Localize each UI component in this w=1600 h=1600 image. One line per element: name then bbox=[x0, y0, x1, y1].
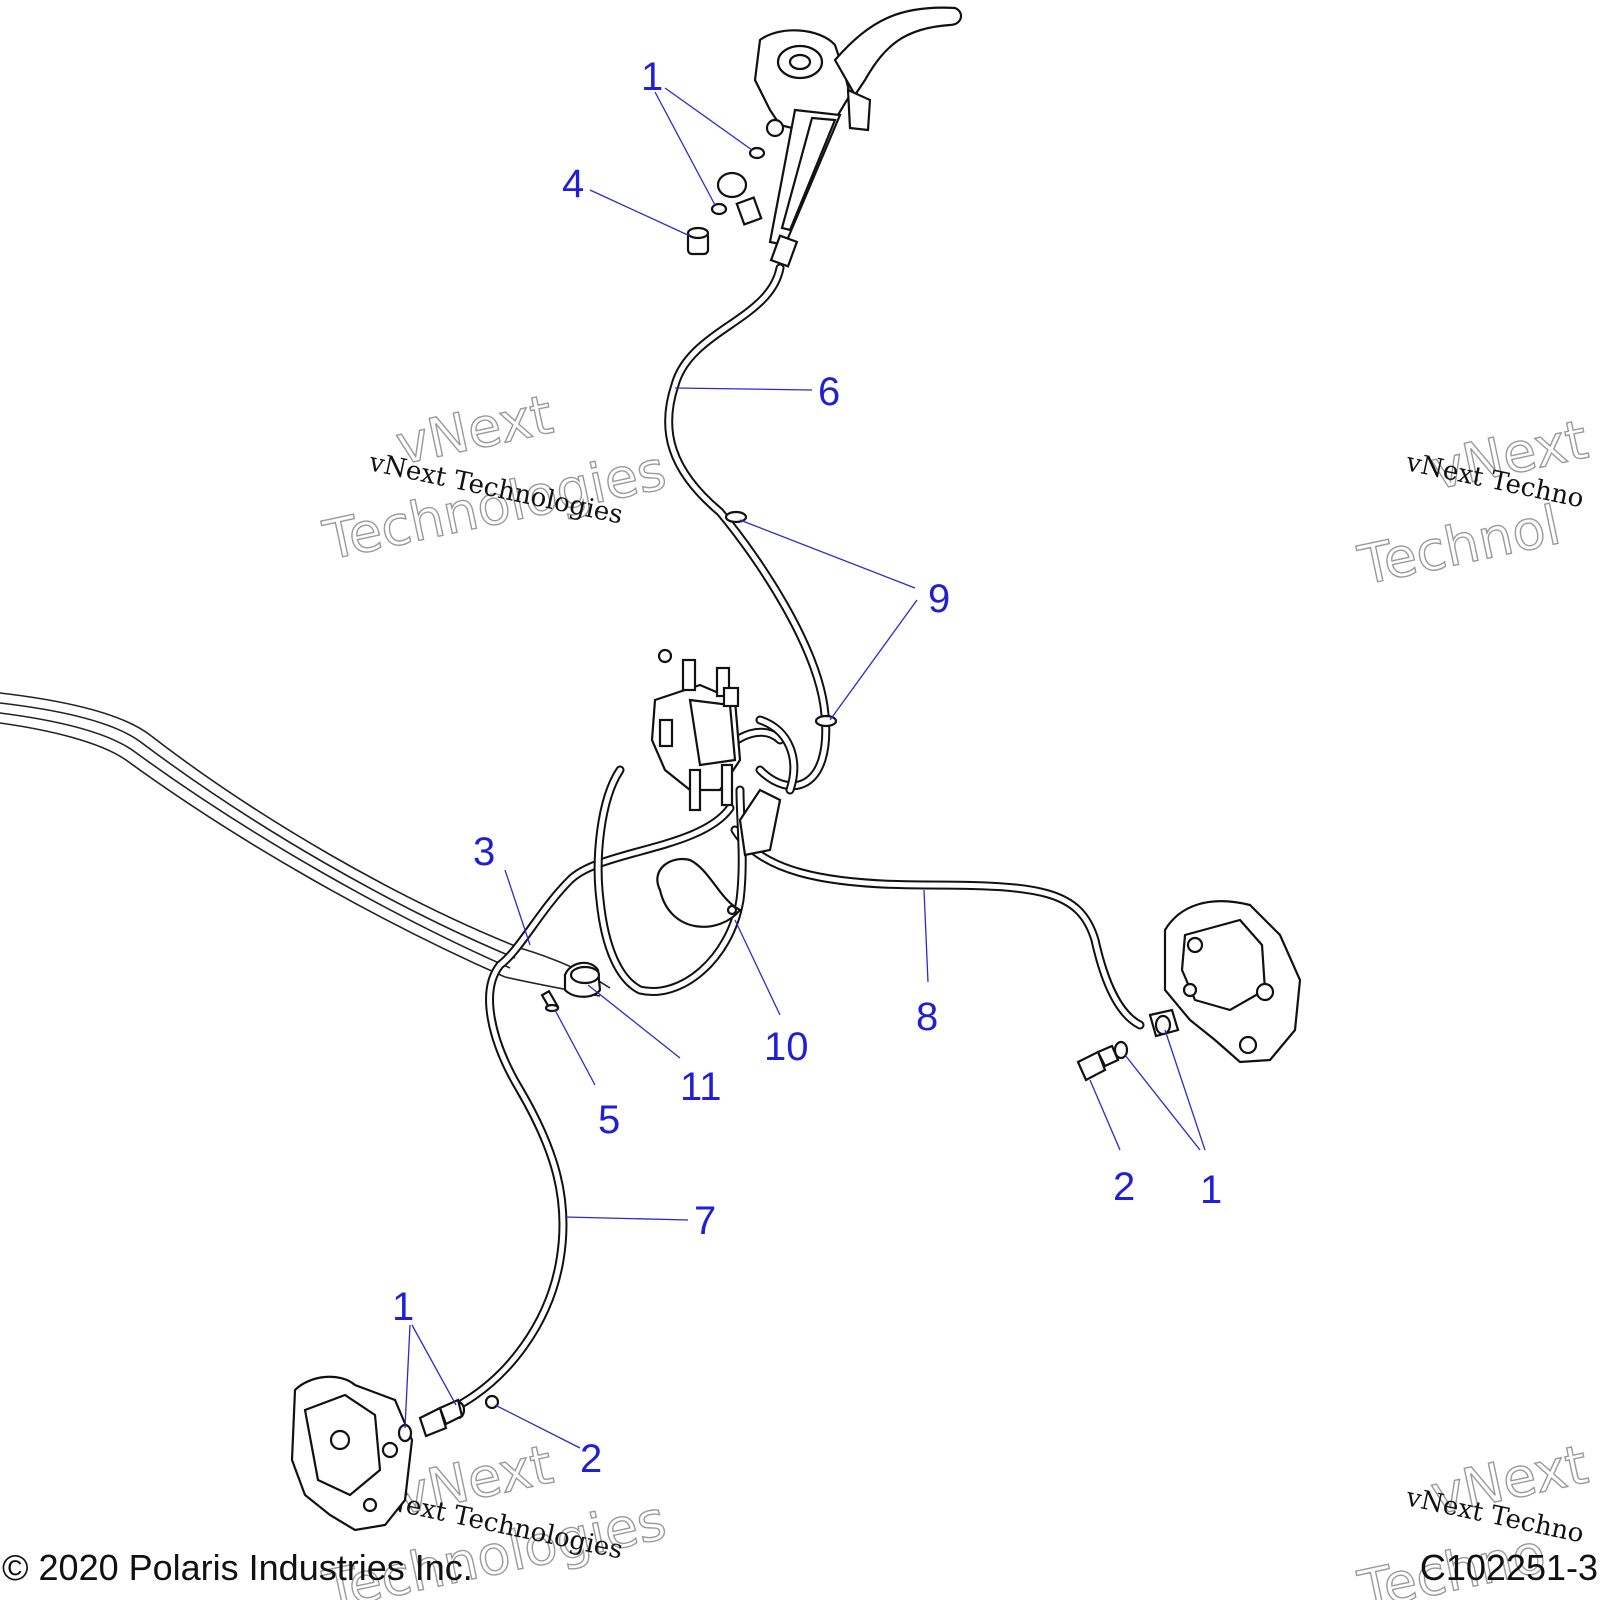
brake-hose-8 bbox=[730, 825, 1145, 1030]
callout-2-bottom: 2 bbox=[580, 1437, 602, 1481]
callout-1-bottom: 1 bbox=[392, 1285, 414, 1329]
callout-4: 4 bbox=[562, 162, 584, 206]
right-brake-caliper bbox=[1148, 900, 1302, 1064]
banjo-bolt bbox=[418, 1394, 500, 1438]
hose-clip bbox=[724, 510, 748, 524]
watermark-1: vNext Technologies bbox=[317, 382, 672, 573]
callout-1-top: 1 bbox=[641, 55, 663, 99]
frame-rails bbox=[0, 692, 611, 997]
banjo-bolt bbox=[1076, 1044, 1120, 1082]
clamp-screw bbox=[540, 989, 560, 1013]
callout-1-right: 1 bbox=[1200, 1168, 1222, 1212]
banjo-bolt bbox=[686, 226, 710, 256]
master-cylinder bbox=[716, 6, 963, 268]
callout-6: 6 bbox=[818, 370, 840, 414]
left-brake-caliper bbox=[290, 1375, 414, 1532]
callout-5: 5 bbox=[598, 1098, 620, 1142]
callout-2-right: 2 bbox=[1113, 1165, 1135, 1209]
brake-hose-loop bbox=[593, 715, 799, 996]
watermark-2-outline-2: Technol bbox=[1353, 493, 1566, 597]
copyright-text: © 2020 Polaris Industries Inc. bbox=[2, 1547, 473, 1588]
hose-clip bbox=[814, 714, 838, 728]
hose-clamp bbox=[563, 961, 602, 998]
diagram-code: C102251-3 bbox=[1420, 1547, 1598, 1588]
callout-7: 7 bbox=[694, 1199, 716, 1243]
brake-hose-6 bbox=[664, 263, 831, 791]
brake-hose-7 bbox=[445, 803, 735, 1415]
washer bbox=[748, 146, 766, 160]
callouts: 1 4 6 9 3 10 11 5 8 2 1 7 1 2 bbox=[392, 55, 1222, 1481]
washer bbox=[1113, 1040, 1129, 1060]
washer bbox=[1154, 1014, 1172, 1036]
proportioning-valve bbox=[650, 648, 782, 857]
leader-lines bbox=[404, 87, 1206, 1449]
callout-11: 11 bbox=[680, 1065, 722, 1109]
callout-3: 3 bbox=[473, 830, 495, 874]
washer bbox=[710, 202, 728, 216]
callout-9: 9 bbox=[928, 577, 950, 621]
callout-8: 8 bbox=[916, 995, 938, 1039]
hose-bracket bbox=[656, 857, 742, 928]
callout-10: 10 bbox=[764, 1025, 809, 1069]
